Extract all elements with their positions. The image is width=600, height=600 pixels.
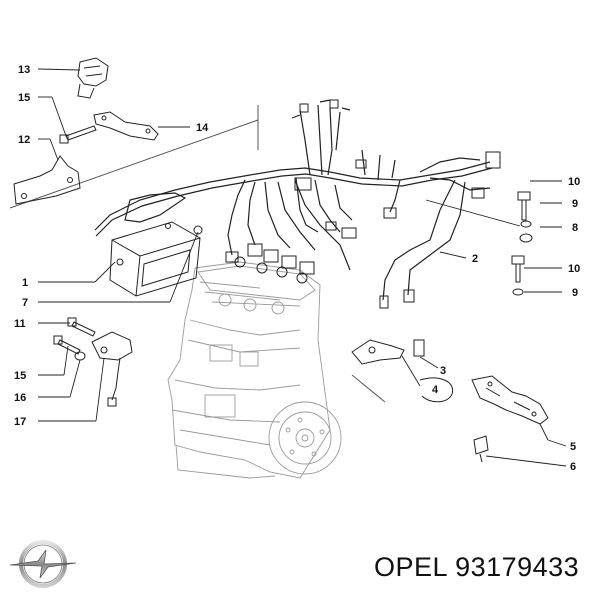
brand-name: OPEL xyxy=(374,552,448,582)
callout-12: 12 xyxy=(18,134,30,146)
callout-4: 4 xyxy=(432,384,439,396)
part-number: 93179433 xyxy=(455,552,580,582)
callout-10-upper: 10 xyxy=(568,176,580,188)
part-8-grommet xyxy=(519,233,533,243)
callout-3: 3 xyxy=(440,365,446,377)
callout-11: 11 xyxy=(14,318,26,330)
part-caption: OPEL 93179433 xyxy=(374,552,579,583)
part-15-bolt-lower xyxy=(53,335,81,355)
part-15-bolt-upper xyxy=(59,125,97,144)
engine-block xyxy=(167,261,342,479)
callout-15-lower: 15 xyxy=(14,370,26,382)
part-2-wiring-harness xyxy=(94,99,493,301)
divider-line-upper xyxy=(9,119,259,209)
callout-14: 14 xyxy=(196,122,209,134)
part-13-connector-clip xyxy=(77,57,109,99)
part-3-bolt xyxy=(413,339,425,357)
callout-16: 16 xyxy=(14,392,26,404)
part-4-sensor xyxy=(351,339,454,403)
divider-line-lower xyxy=(351,374,386,403)
callout-9-upper: 9 xyxy=(572,198,578,210)
part-10-bolt-lower xyxy=(511,255,525,283)
part-17-sensor xyxy=(91,331,133,407)
callout-15-upper: 15 xyxy=(18,92,30,104)
part-12-bracket xyxy=(13,155,81,205)
part-6-clip xyxy=(473,435,489,463)
callout-9-lower: 9 xyxy=(572,287,578,299)
callout-10-lower: 10 xyxy=(568,263,580,275)
callout-7: 7 xyxy=(22,297,28,309)
harness-connectors xyxy=(225,99,501,309)
part-10-bolt-upper xyxy=(517,191,531,221)
part-7-grommet xyxy=(193,225,203,235)
callout-17: 17 xyxy=(14,416,26,428)
part-14-bracket xyxy=(93,111,159,141)
callout-6: 6 xyxy=(570,461,576,473)
callout-8: 8 xyxy=(572,222,578,234)
callout-2: 2 xyxy=(472,253,478,265)
callout-1: 1 xyxy=(22,277,28,289)
part-9-washer-upper xyxy=(520,220,532,228)
part-16-washer xyxy=(74,351,86,361)
callout-5: 5 xyxy=(570,441,576,453)
callout-13: 13 xyxy=(18,64,30,76)
part-1-ecu-module xyxy=(109,221,201,297)
part-9-washer-lower xyxy=(512,288,524,296)
opel-logo-icon xyxy=(8,538,78,595)
part-5-bracket xyxy=(471,375,549,425)
part-11-bolt xyxy=(67,317,96,337)
leader-lines xyxy=(37,68,567,467)
